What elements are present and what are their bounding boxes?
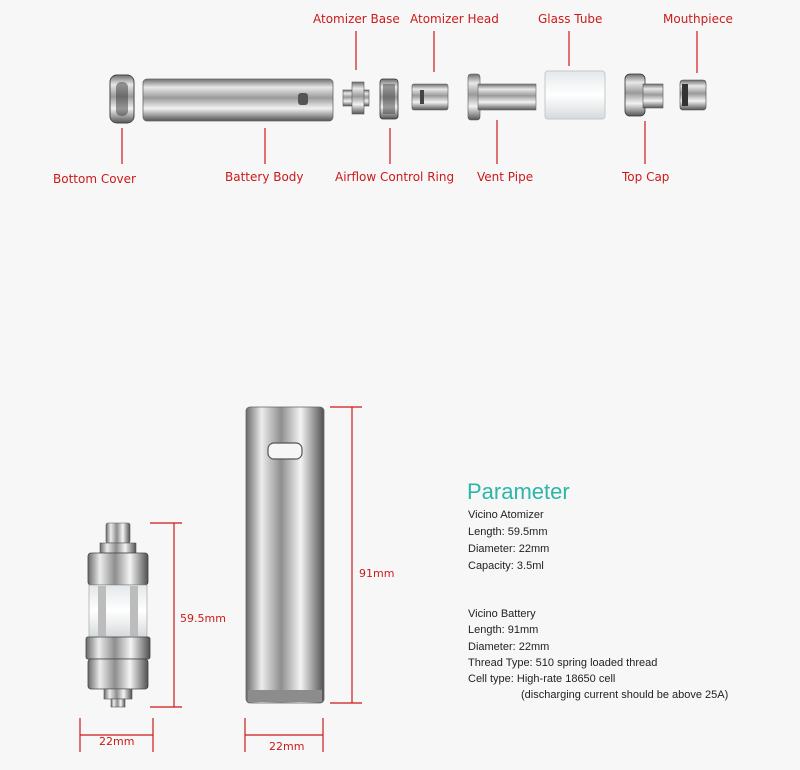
atomizer-diameter: Diameter: 22mm — [468, 543, 550, 555]
label-glass-tube: Glass Tube — [538, 12, 603, 26]
battery-thread: Thread Type: 510 spring loaded thread — [468, 657, 658, 669]
label-top-cap: Top Cap — [622, 170, 670, 184]
vent-pipe-part — [467, 73, 537, 121]
mouthpiece-part — [679, 79, 707, 111]
battery-diameter: Diameter: 22mm — [468, 641, 550, 653]
label-atomizer-base: Atomizer Base — [313, 12, 400, 26]
atomizer-base-part — [342, 81, 370, 115]
battery-name: Vicino Battery — [468, 608, 536, 620]
battery-body-part — [142, 78, 334, 122]
atomizer-capacity: Capacity: 3.5ml — [468, 560, 544, 572]
battery-tube-image — [245, 406, 325, 704]
leader-lines — [121, 31, 698, 164]
battery-cell: Cell type: High-rate 18650 cell — [468, 673, 616, 685]
atomizer-tank-image — [85, 522, 151, 708]
atomizer-name: Vicino Atomizer — [468, 509, 544, 521]
parameter-title: Parameter — [467, 479, 570, 504]
top-cap-part — [624, 73, 664, 117]
atomizer-width-label: 22mm — [99, 735, 135, 748]
atomizer-head-part — [411, 83, 449, 111]
atomizer-length: Length: 59.5mm — [468, 526, 548, 538]
label-battery-body: Battery Body — [225, 170, 304, 184]
battery-note: (discharging current should be above 25A… — [521, 689, 729, 701]
airflow-control-ring-part — [379, 78, 399, 120]
label-mouthpiece: Mouthpiece — [663, 12, 733, 26]
glass-tube-part — [544, 70, 606, 120]
battery-height-label: 91mm — [359, 567, 395, 580]
battery-length: Length: 91mm — [468, 624, 539, 636]
label-airflow-control-ring: Airflow Control Ring — [335, 170, 455, 184]
atomizer-height-label: 59.5mm — [180, 612, 226, 625]
battery-width-label: 22mm — [269, 740, 305, 753]
dimension-lines — [79, 406, 362, 752]
label-vent-pipe: Vent Pipe — [477, 170, 534, 184]
bottom-cover-part — [109, 74, 135, 124]
label-bottom-cover: Bottom Cover — [53, 172, 136, 186]
label-atomizer-head: Atomizer Head — [410, 12, 499, 26]
